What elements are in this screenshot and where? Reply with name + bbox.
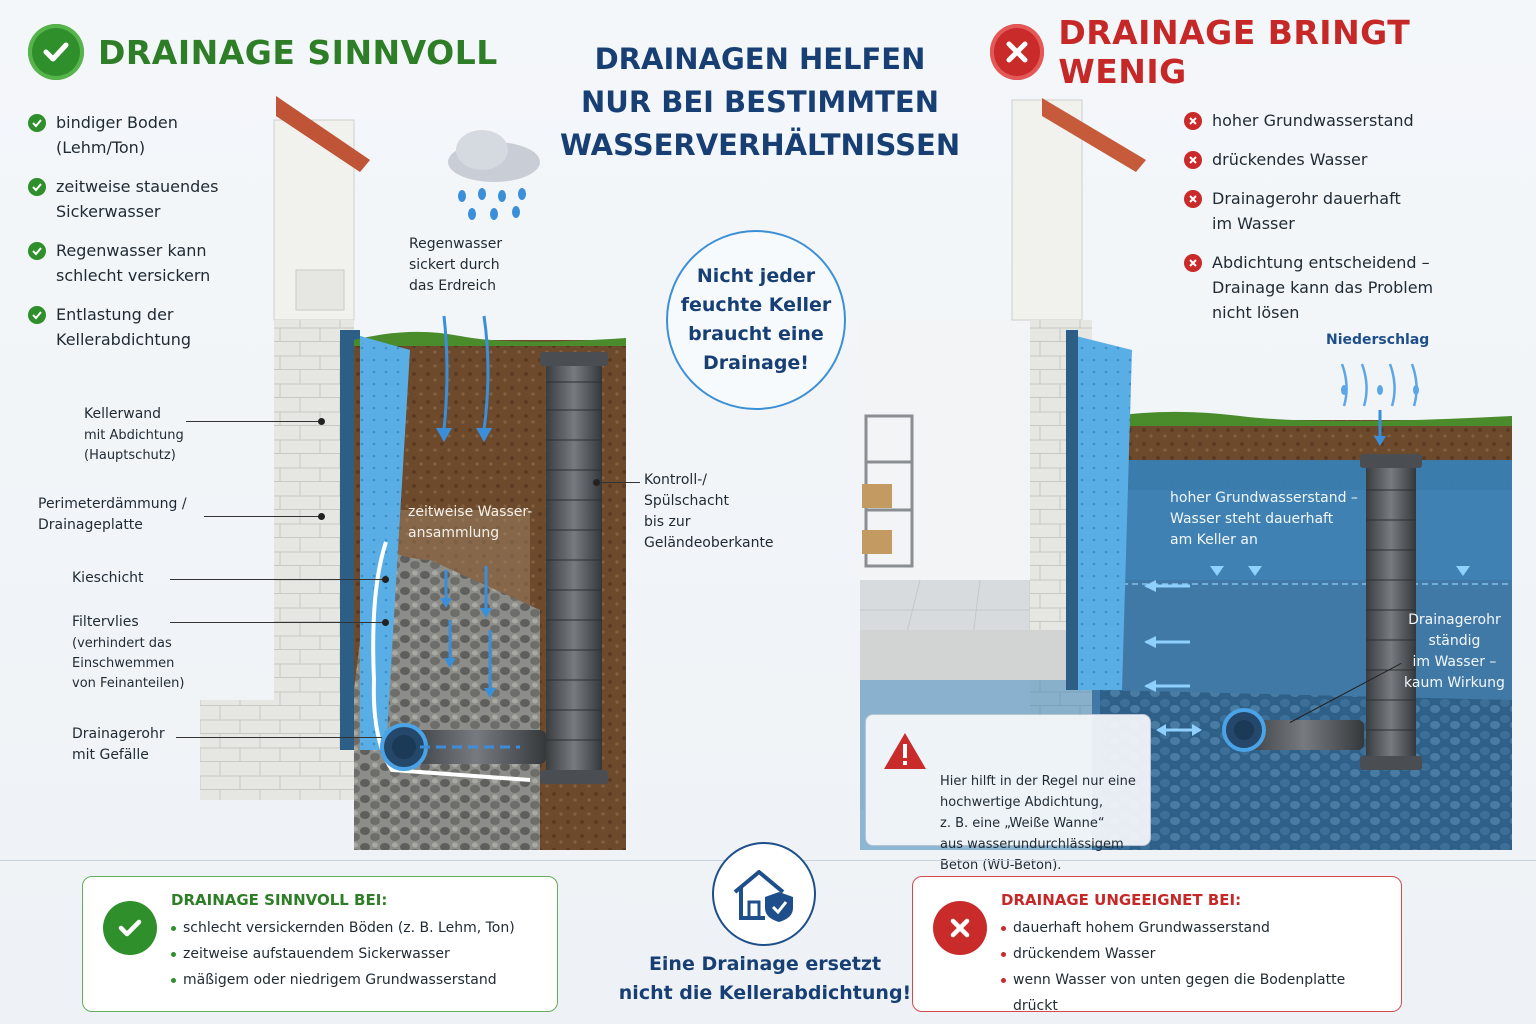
note-nicht-jeder-keller: Nicht jeder feuchte Keller braucht eine …: [666, 230, 846, 410]
main-title-line: WASSERVERHÄLTNISSEN: [560, 128, 961, 162]
list-item-text: Drainagerohr dauerhaft im Wasser: [1212, 189, 1401, 233]
leader-line: [176, 737, 382, 738]
label-hoher-grundwasserstand: hoher Grundwasserstand – Wasser steht da…: [1170, 490, 1358, 548]
check-bullet-icon: [28, 178, 46, 196]
list-item-text: drückendes Wasser: [1212, 150, 1368, 169]
heading-drainage-sinnvoll: DRAINAGE SINNVOLL: [28, 24, 498, 80]
list-item: mäßigem oder niedrigem Grundwasserstand: [171, 967, 539, 993]
right-criteria-list: hoher Grundwasserstand drückendes Wasser…: [1184, 108, 1484, 339]
list-item: Abdichtung entscheidend – Drainage kann …: [1184, 250, 1484, 325]
list-item: Entlastung der Kellerabdichtung: [28, 302, 258, 352]
box-title: DRAINAGE SINNVOLL BEI:: [171, 891, 388, 909]
x-bullet-icon: [1184, 112, 1202, 130]
warning-triangle-icon: [884, 733, 926, 769]
leader-dot: [318, 418, 325, 425]
x-bullet-icon: [1184, 254, 1202, 272]
leader-dot: [318, 513, 325, 520]
main-title: DRAINAGEN HELFEN NUR BEI BESTIMMTEN WASS…: [560, 38, 960, 167]
leader-dot: [593, 479, 600, 486]
label-wasseransammlung: zeitweise Wasser- ansammlung: [408, 504, 533, 541]
label-kieschicht: Kieschicht: [72, 570, 144, 586]
list-item: drückendes Wasser: [1184, 147, 1484, 172]
main-title-line: NUR BEI BESTIMMTEN: [581, 85, 939, 119]
x-bullet-icon: [1184, 190, 1202, 208]
leader-line: [170, 579, 384, 580]
list-item: dauerhaft hohem Grundwasserstand: [1001, 915, 1383, 941]
list-item-text: bindiger Boden (Lehm/Ton): [56, 113, 178, 157]
list-item: wenn Wasser von unten gegen die Bodenpla…: [1001, 967, 1383, 1019]
check-circle-icon: [103, 901, 157, 955]
list-item-text: Regenwasser kann schlecht versickern: [56, 241, 211, 285]
list-item-text: hoher Grundwasserstand: [1212, 111, 1414, 130]
main-title-line: DRAINAGEN HELFEN: [594, 42, 926, 76]
check-circle-icon: [28, 24, 84, 80]
label-kontrollschacht: Kontroll-/ Spülschacht bis zur Geländeob…: [644, 472, 774, 551]
list-item: Drainagerohr dauerhaft im Wasser: [1184, 186, 1484, 236]
label-drainagerohr-im-wasser: Drainagerohr ständig im Wasser – kaum Wi…: [1404, 612, 1505, 691]
left-criteria-list: bindiger Boden (Lehm/Ton) zeitweise stau…: [28, 110, 258, 366]
box-drainage-ungeeignet-bei: DRAINAGE UNGEEIGNET BEI: dauerhaft hohem…: [912, 876, 1402, 1014]
heading-drainage-bringt-wenig: DRAINAGE BRINGT WENIG: [990, 13, 1536, 91]
box-drainage-sinnvoll-bei: DRAINAGE SINNVOLL BEI: schlecht versicke…: [82, 876, 558, 1012]
x-bullet-icon: [1184, 151, 1202, 169]
x-circle-icon: [990, 24, 1045, 80]
right-cross-section-illustration: [860, 98, 1512, 850]
list-item: Regenwasser kann schlecht versickern: [28, 238, 258, 288]
label-perimeterdaemmung: Perimeterdämmung / Drainageplatte: [38, 496, 187, 533]
label-regenwasser: Regenwasser sickert durch das Erdreich: [409, 236, 503, 294]
warning-box-weisse-wanne: Hier hilft in der Regel nur eine hochwer…: [865, 714, 1151, 873]
leader-dot: [382, 576, 389, 583]
list-item-text: Entlastung der Kellerabdichtung: [56, 305, 192, 349]
warning-text: Hier hilft in der Regel nur eine hochwer…: [940, 774, 1136, 873]
list-item: schlecht versickernden Böden (z. B. Lehm…: [171, 915, 539, 941]
leader-line: [186, 421, 320, 422]
heading-right-title: DRAINAGE BRINGT WENIG: [1058, 13, 1411, 91]
check-bullet-icon: [28, 114, 46, 132]
heading-left-title: DRAINAGE SINNVOLL: [98, 32, 498, 72]
label-kellerwand-sub: mit Abdichtung (Hauptschutz): [84, 428, 184, 463]
check-bullet-icon: [28, 306, 46, 324]
list-item-text: Abdichtung entscheidend – Drainage kann …: [1212, 253, 1434, 322]
label-kellerwand: Kellerwand: [84, 406, 162, 422]
center-bottom-note: Eine Drainage ersetzt nicht die Kellerab…: [618, 953, 912, 1004]
leader-line: [204, 516, 320, 517]
label-niederschlag: Niederschlag: [1326, 332, 1430, 348]
leader-line: [596, 482, 640, 483]
house-shield-icon: [712, 842, 816, 946]
left-cross-section-illustration: [200, 96, 626, 850]
list-item: zeitweise stauendes Sickerwasser: [28, 174, 258, 224]
label-drainagerohr: Drainagerohr mit Gefälle: [72, 726, 165, 763]
x-circle-icon: [933, 901, 987, 955]
label-filtervlies: Filtervlies: [72, 614, 139, 630]
list-item: hoher Grundwasserstand: [1184, 108, 1484, 133]
leader-dot: [382, 619, 389, 626]
check-bullet-icon: [28, 242, 46, 260]
list-item-text: zeitweise stauendes Sickerwasser: [56, 177, 219, 221]
list-item: bindiger Boden (Lehm/Ton): [28, 110, 258, 160]
leader-line: [170, 622, 384, 623]
box-title: DRAINAGE UNGEEIGNET BEI:: [1001, 891, 1242, 909]
list-item: drückendem Wasser: [1001, 941, 1383, 967]
list-item: zeitweise aufstauendem Sickerwasser: [171, 941, 539, 967]
label-filtervlies-sub: (verhindert das Einschwemmen von Feinant…: [72, 636, 185, 691]
